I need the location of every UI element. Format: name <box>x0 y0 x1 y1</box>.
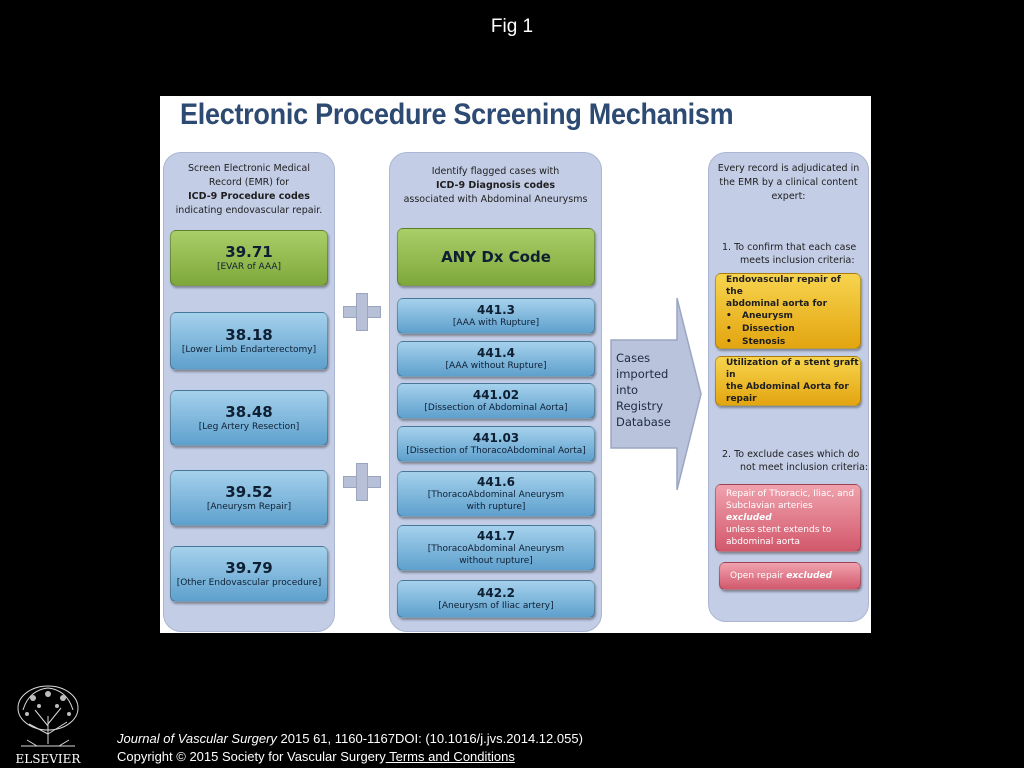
diagnosis-code-box: 442.2 [Aneurysm of Iliac artery] <box>397 580 595 618</box>
inclusion-criteria-box: Endovascular repair of the abdominal aor… <box>715 273 861 349</box>
figure: Electronic Procedure Screening Mechanism… <box>160 96 871 633</box>
procedure-code-box: 38.48 [Leg Artery Resection] <box>170 390 328 446</box>
procedure-code-box: 39.52 [Aneurysm Repair] <box>170 470 328 526</box>
diagnosis-code-box: 441.4 [AAA without Rupture] <box>397 341 595 377</box>
list-item: Dissection <box>726 323 795 336</box>
procedure-code-box: 39.79 [Other Endovascular procedure] <box>170 546 328 602</box>
elsevier-logo: ELSEVIER <box>9 680 87 766</box>
logo-text: ELSEVIER <box>16 752 82 766</box>
list-item: Stenosis <box>726 336 795 349</box>
diagnosis-code-box: 441.03 [Dissection of ThoracoAbdominal A… <box>397 426 595 462</box>
exclusion-step: 2. To exclude cases which do not meet in… <box>722 449 869 473</box>
any-dx-code-box: ANY Dx Code <box>397 228 595 286</box>
list-item: Aneurysm <box>726 310 795 323</box>
figure-title: Electronic Procedure Screening Mechanism <box>180 98 734 131</box>
procedure-column-header: Screen Electronic Medical Record (EMR) f… <box>175 163 323 216</box>
exclusion-criteria-box: Open repair excluded <box>719 562 861 590</box>
diagnosis-code-box: 441.6 [ThoracoAbdominal Aneurysm with ru… <box>397 471 595 517</box>
slide-title: Fig 1 <box>490 16 534 37</box>
inclusion-list: Aneurysm Dissection Stenosis <box>726 310 795 349</box>
import-arrow <box>610 297 702 491</box>
inclusion-step: 1. To confirm that each case meets inclu… <box>722 242 857 266</box>
plus-icon <box>343 293 381 331</box>
diagnosis-column-header: Identify flagged cases with ICD-9 Diagno… <box>403 166 588 205</box>
terms-link[interactable]: Terms and Conditions <box>385 749 515 764</box>
exclusion-criteria-box: Repair of Thoracic, Iliac, and Subclavia… <box>715 484 861 552</box>
diagnosis-code-box: 441.3 [AAA with Rupture] <box>397 298 595 334</box>
procedure-code-box: 39.71 [EVAR of AAA] <box>170 230 328 286</box>
diagnosis-code-box: 441.02 [Dissection of Abdominal Aorta] <box>397 383 595 419</box>
adjudication-column-header: Every record is adjudicated in the EMR b… <box>717 163 860 202</box>
inclusion-criteria-box: Utilization of a stent graft in the Abdo… <box>715 356 861 406</box>
diagnosis-code-box: 441.7 [ThoracoAbdominal Aneurysm without… <box>397 525 595 571</box>
arrow-label: Cases imported into Registry Database <box>616 351 671 429</box>
procedure-code-box: 38.18 [Lower Limb Endarterectomy] <box>170 312 328 370</box>
plus-icon <box>343 463 381 501</box>
citation: Journal of Vascular Surgery 2015 61, 116… <box>117 731 583 764</box>
